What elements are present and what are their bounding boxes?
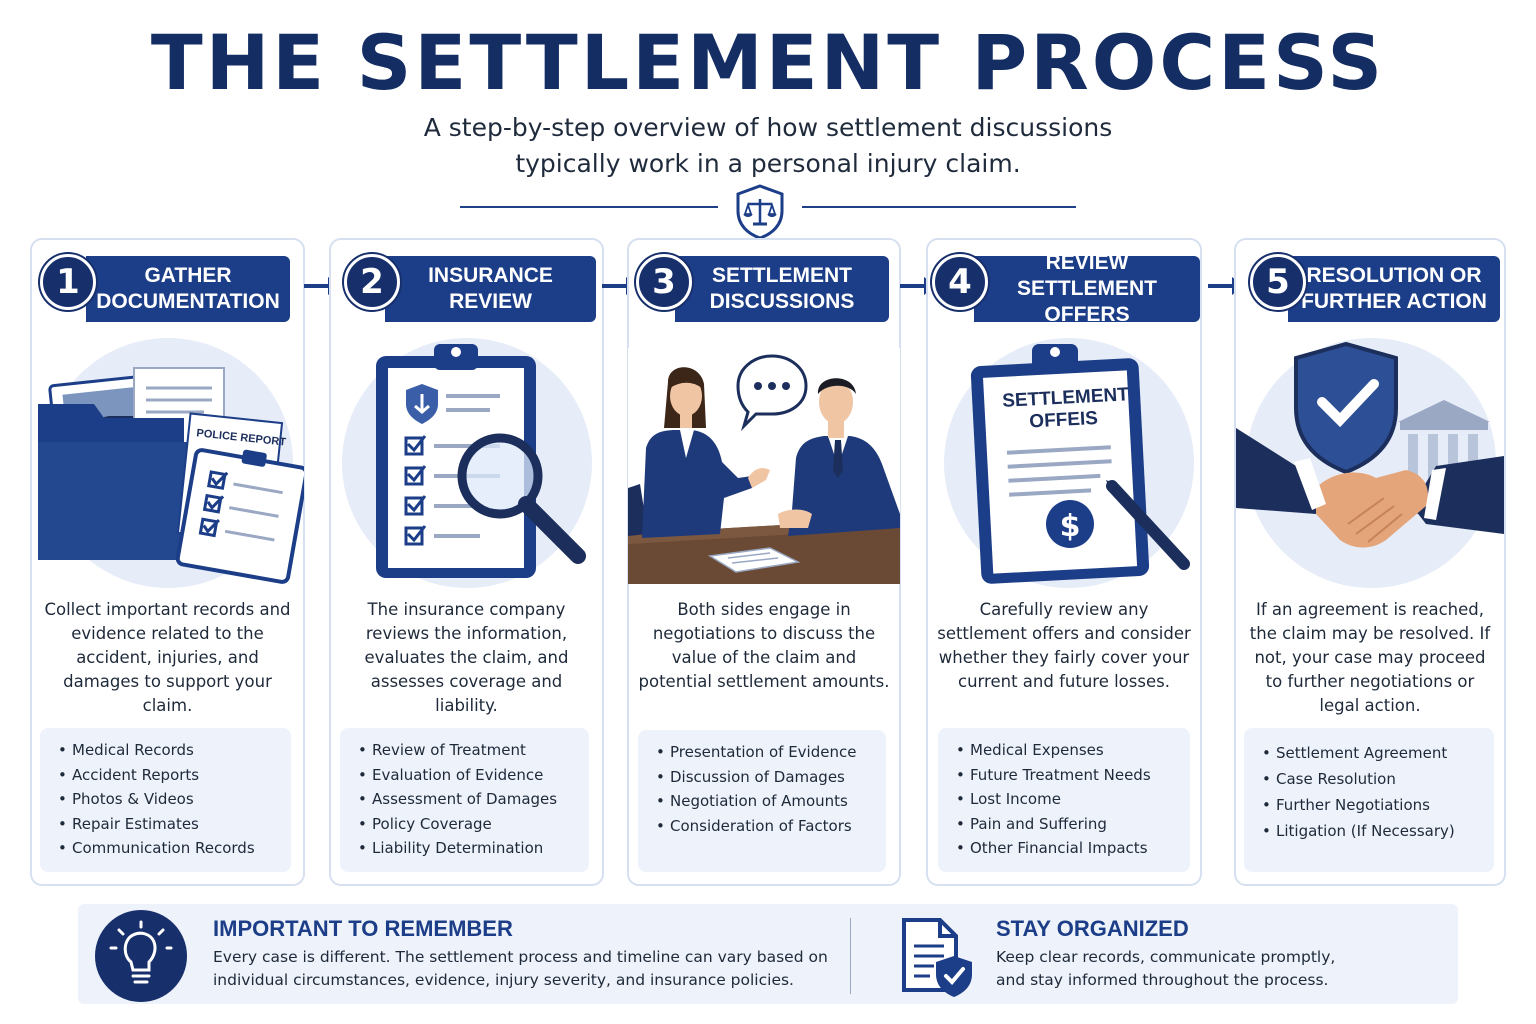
list-item: Presentation of Evidence xyxy=(656,740,886,765)
step-1-number: 1 xyxy=(40,254,96,310)
step-4-list: Medical Expenses Future Treatment Needs … xyxy=(938,728,1190,872)
subtitle-line-1: A step-by-step overview of how settlemen… xyxy=(423,113,1113,142)
remember-line-1: Every case is different. The settlement … xyxy=(213,948,828,966)
clipboard-dollar-pen-icon: SETTLEMENT OFFEIS $ xyxy=(970,344,1190,584)
step-2-title-line-2: REVIEW xyxy=(449,290,532,313)
remember-line-2: individual circumstances, evidence, inju… xyxy=(213,971,794,989)
step-5-title-line-2: FURTHER ACTION xyxy=(1301,290,1487,313)
two-people-talking-icon xyxy=(628,348,900,584)
step-3-number: 3 xyxy=(636,254,692,310)
document-shield-icon xyxy=(902,918,972,997)
step-4-description: Carefully review any settlement offers a… xyxy=(937,600,1191,691)
step-3-title-banner: SETTLEMENT DISCUSSIONS xyxy=(675,256,889,322)
list-item: Repair Estimates xyxy=(58,812,291,837)
settlement-offers-label-line-2: OFFEIS xyxy=(1029,408,1099,433)
step-1-list: Medical Records Accident Reports Photos … xyxy=(40,728,291,872)
list-item: Consideration of Factors xyxy=(656,814,886,839)
lightbulb-icon xyxy=(109,920,173,984)
step-4-number: 4 xyxy=(932,254,988,310)
list-item: Case Resolution xyxy=(1262,766,1494,792)
step-4-title-line-2: OFFERS xyxy=(1044,303,1130,326)
clipboard-magnifier-icon xyxy=(376,344,586,578)
list-item: Pain and Suffering xyxy=(956,812,1190,837)
list-item: Further Negotiations xyxy=(1262,792,1494,818)
step-5-list: Settlement Agreement Case Resolution Fur… xyxy=(1244,728,1494,872)
footer-divider xyxy=(850,918,851,994)
organized-line-2: and stay informed throughout the process… xyxy=(996,971,1329,989)
organized-line-1: Keep clear records, communicate promptly… xyxy=(996,948,1336,966)
folder-documents-icon: POLICE REPORT xyxy=(38,367,304,584)
list-item: Settlement Agreement xyxy=(1262,740,1494,766)
list-item: Future Treatment Needs xyxy=(956,763,1190,788)
step-3-title-line-1: SETTLEMENT xyxy=(711,264,852,287)
step-1-description: Collect important records and evidence r… xyxy=(44,600,291,715)
list-item: Communication Records xyxy=(58,836,291,861)
handshake-shield-courthouse-icon xyxy=(1236,341,1504,548)
step-5-title-banner: RESOLUTION OR FURTHER ACTION xyxy=(1288,256,1500,322)
step-4-title-line-1: REVIEW SETTLEMENT xyxy=(1017,251,1157,300)
step-2-list: Review of Treatment Evaluation of Eviden… xyxy=(340,728,589,872)
list-item: Other Financial Impacts xyxy=(956,836,1190,861)
step-5-title-line-1: RESOLUTION OR xyxy=(1306,264,1482,287)
list-item: Litigation (If Necessary) xyxy=(1262,818,1494,844)
svg-text:$: $ xyxy=(1060,509,1081,544)
list-item: Lost Income xyxy=(956,787,1190,812)
list-item: Photos & Videos xyxy=(58,787,291,812)
step-2-number: 2 xyxy=(344,254,400,310)
step-5-number: 5 xyxy=(1250,254,1306,310)
list-item: Discussion of Damages xyxy=(656,765,886,790)
page-subtitle: A step-by-step overview of how settlemen… xyxy=(368,110,1168,182)
organized-text: Keep clear records, communicate promptly… xyxy=(996,946,1436,992)
step-5-description: If an agreement is reached, the claim ma… xyxy=(1249,600,1491,715)
list-item: Negotiation of Amounts xyxy=(656,789,886,814)
remember-text: Every case is different. The settlement … xyxy=(213,946,833,992)
step-2-title-line-1: INSURANCE xyxy=(428,264,553,287)
remember-title: IMPORTANT TO REMEMBER xyxy=(213,916,513,941)
subtitle-line-2: typically work in a personal injury clai… xyxy=(515,149,1021,178)
step-2-title-banner: INSURANCE REVIEW xyxy=(385,256,596,322)
step-3-list: Presentation of Evidence Discussion of D… xyxy=(638,730,886,872)
list-item: Medical Records xyxy=(58,738,291,763)
list-item: Medical Expenses xyxy=(956,738,1190,763)
step-1-title-banner: GATHER DOCUMENTATION xyxy=(86,256,290,322)
list-item: Review of Treatment xyxy=(358,738,589,763)
footer-panel xyxy=(78,904,1458,1004)
header-divider-left xyxy=(460,206,718,208)
step-3-title-line-2: DISCUSSIONS xyxy=(709,290,855,313)
organized-title: STAY ORGANIZED xyxy=(996,916,1189,941)
scales-shield-icon xyxy=(736,184,784,240)
page-title: THE SETTLEMENT PROCESS xyxy=(150,18,1386,107)
step-3-description: Both sides engage in negotiations to dis… xyxy=(638,600,890,691)
list-item: Liability Determination xyxy=(358,836,589,861)
step-1-title-line-2: DOCUMENTATION xyxy=(96,290,280,313)
header-divider-right xyxy=(802,206,1076,208)
list-item: Evaluation of Evidence xyxy=(358,763,589,788)
list-item: Accident Reports xyxy=(58,763,291,788)
list-item: Policy Coverage xyxy=(358,812,589,837)
step-1-title-line-1: GATHER xyxy=(144,264,232,287)
list-item: Assessment of Damages xyxy=(358,787,589,812)
step-4-title-banner: REVIEW SETTLEMENT OFFERS xyxy=(974,251,1200,326)
step-2-description: The insurance company reviews the inform… xyxy=(364,600,569,715)
